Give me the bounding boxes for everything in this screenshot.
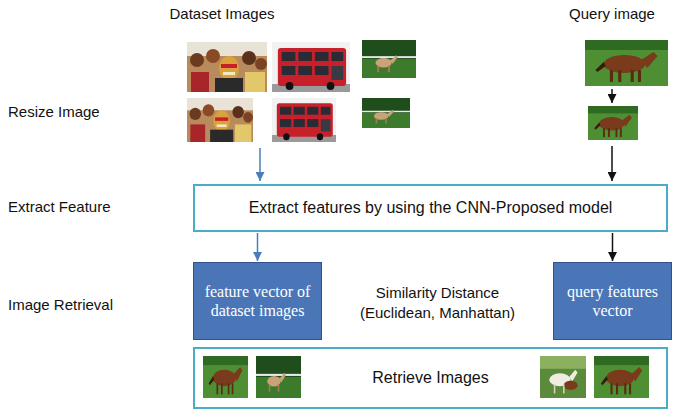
dataset-photo (187, 42, 267, 92)
column-heading: Query image (552, 4, 672, 24)
flow-arrow (611, 89, 613, 103)
connector-arrow (257, 233, 259, 261)
dataset-photo (362, 40, 416, 78)
resized-photo (272, 98, 336, 142)
retrieved-photo (540, 356, 586, 398)
dataset-photo (272, 42, 350, 92)
box-text: Retrieve Images (372, 368, 489, 387)
flow-arrow (259, 148, 261, 181)
resized-photo (362, 98, 410, 128)
box-text: Extract features by using the CNN-Propos… (249, 198, 613, 217)
box-text: feature vector of dataset images (198, 282, 317, 320)
flow-arrow (611, 146, 613, 181)
resized-photo (588, 106, 638, 140)
retrieved-photo (594, 356, 649, 398)
process-box: Extract features by using the CNN-Propos… (193, 184, 668, 232)
query-photo (585, 40, 668, 86)
result-box: Retrieve Images (193, 347, 668, 409)
row-label: Resize Image (8, 102, 178, 122)
similarity-note: Similarity Distance (Euclidean, Manhatta… (350, 283, 525, 322)
column-heading: Dataset Images (147, 4, 297, 24)
feature-vector-box: query features vector (553, 262, 672, 340)
retrieved-photo (203, 356, 248, 398)
resized-photo (187, 98, 253, 142)
connector-arrow (612, 233, 614, 261)
retrieved-photo (256, 356, 301, 398)
box-text: query features vector (558, 282, 667, 320)
row-label: Image Retrieval (8, 295, 178, 315)
row-label: Extract Feature (8, 197, 178, 217)
feature-vector-box: feature vector of dataset images (193, 262, 322, 340)
